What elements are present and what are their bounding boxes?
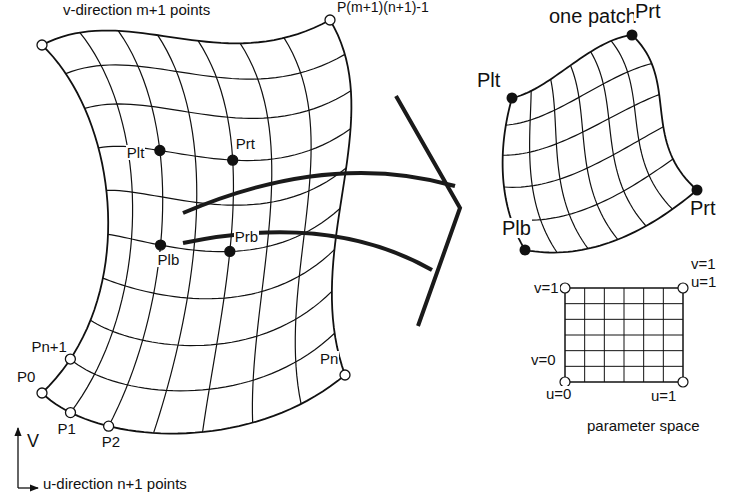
- mesh-line: [512, 35, 632, 98]
- mesh-line: [525, 190, 697, 253]
- figure-caption: parameter space: [586, 418, 701, 433]
- point-label: Plb: [157, 252, 181, 267]
- zoom-curve: [183, 173, 455, 213]
- axis-arrow: [18, 487, 38, 488]
- param-label: u=0: [545, 386, 572, 401]
- grid-line: [682, 288, 684, 382]
- mesh-line: [42, 375, 345, 434]
- control-point: [37, 40, 47, 50]
- point-label: Plb: [501, 218, 532, 238]
- mesh-line: [70, 33, 132, 413]
- mesh-line: [42, 20, 330, 45]
- patch-surface: [503, 30, 703, 256]
- point-label: P2: [101, 434, 121, 449]
- point-label: Prt: [235, 136, 256, 151]
- point-label: Plt: [126, 145, 146, 160]
- zoom-curve: [183, 232, 432, 270]
- corner-point: [627, 30, 638, 41]
- axis-label: V: [26, 432, 40, 450]
- param-label: v=1: [533, 280, 560, 295]
- zoom-chevron: [396, 96, 460, 326]
- parameter-grid: [560, 283, 688, 387]
- point-label: Pn+1: [30, 339, 67, 354]
- zoom-bracket: [183, 96, 460, 326]
- control-point: [104, 421, 114, 431]
- axis-arrow: [17, 428, 18, 488]
- grid-line: [565, 366, 683, 367]
- point-label: P0: [16, 369, 36, 384]
- point-label: P(m+1)(n+1)-1: [336, 0, 430, 14]
- control-point: [325, 15, 335, 25]
- mesh-line: [571, 65, 618, 239]
- mesh-line: [106, 168, 346, 205]
- mesh-line: [503, 95, 659, 156]
- param-label: v=1: [690, 256, 717, 271]
- mesh-line: [108, 208, 340, 251]
- corner-point: [692, 185, 703, 196]
- control-point: [65, 354, 75, 364]
- corner-point: [507, 93, 518, 104]
- mesh-line: [504, 127, 663, 188]
- grid-line: [565, 381, 683, 383]
- control-point: [156, 240, 166, 250]
- mesh-line: [511, 159, 673, 220]
- mesh-line: [154, 35, 197, 433]
- point-label: Prt: [689, 198, 717, 218]
- point-label: Plt: [476, 70, 501, 90]
- corner-point: [678, 283, 688, 293]
- mesh-line: [103, 250, 335, 299]
- mesh-line: [70, 333, 334, 391]
- mesh-line: [284, 38, 311, 404]
- point-label: Pn: [319, 351, 339, 366]
- mesh-line: [85, 91, 351, 119]
- corner-point: [560, 283, 570, 293]
- mesh-line: [91, 291, 332, 345]
- point-label: Prt: [634, 1, 662, 21]
- mesh-line: [66, 54, 345, 79]
- mesh-line: [632, 35, 697, 190]
- point-label: Prb: [234, 229, 259, 244]
- control-point: [155, 146, 165, 156]
- control-point: [225, 246, 235, 256]
- grid-line: [663, 288, 664, 382]
- param-label: u=1: [690, 274, 717, 289]
- corner-point: [678, 377, 688, 387]
- mesh-line: [551, 79, 588, 248]
- grid-line: [565, 335, 683, 336]
- mesh-line: [591, 52, 646, 226]
- point-label: P1: [56, 421, 76, 436]
- mesh-line: [506, 64, 652, 126]
- corner-point: [520, 245, 531, 256]
- control-point: [340, 370, 350, 380]
- param-label: u=1: [650, 388, 677, 403]
- grid-line: [565, 350, 683, 351]
- axis-label: v-direction m+1 points: [62, 2, 211, 17]
- control-point: [65, 408, 75, 418]
- control-point: [228, 155, 238, 165]
- patch-title: one patch: [548, 6, 638, 26]
- mesh-line: [109, 31, 163, 426]
- mesh-surface: [37, 15, 351, 434]
- mesh-line: [330, 20, 351, 375]
- grid-line: [643, 288, 644, 382]
- control-point: [37, 388, 47, 398]
- param-label: v=0: [530, 352, 557, 367]
- mesh-line: [98, 129, 350, 161]
- axis-label: u-direction n+1 points: [42, 476, 188, 491]
